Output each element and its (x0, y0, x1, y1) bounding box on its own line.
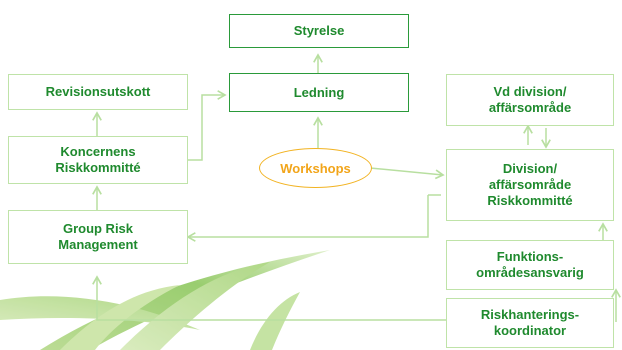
workshops-label: Workshops (280, 160, 351, 176)
group-risk-management-box: Group Risk Management (8, 210, 188, 264)
koncernens-riskkommitte-label: Koncernens Riskkommitté (55, 144, 141, 175)
ledning-box: Ledning (229, 73, 409, 112)
ledning-label: Ledning (293, 84, 345, 100)
koncernens-riskkommitte-box: Koncernens Riskkommitté (8, 136, 188, 184)
styrelse-box: Styrelse (229, 14, 409, 48)
revisionsutskott-label: Revisionsutskott (45, 84, 151, 99)
revisionsutskott-box: Revisionsutskott (8, 74, 188, 110)
workshops-oval: Workshops (259, 148, 372, 188)
division-riskkommitte-box: Division/ affärsområde Riskkommitté (446, 149, 614, 221)
funktionsomradesansvarig-label: Funktions- områdesansvarig (476, 249, 584, 280)
styrelse-label: Styrelse (293, 23, 345, 38)
group-risk-management-label: Group Risk Management (58, 221, 138, 252)
division-riskkommitte-label: Division/ affärsområde Riskkommitté (487, 161, 573, 208)
funktionsomradesansvarig-box: Funktions- områdesansvarig (446, 240, 614, 290)
connectors (92, 53, 621, 322)
vd-division-label: Vd division/ affärsområde (488, 84, 572, 115)
vd-division-box: Vd division/ affärsområde (446, 74, 614, 126)
grass-decoration (0, 250, 330, 350)
riskhanteringskoordinator-box: Riskhanterings- koordinator (446, 298, 614, 348)
riskhanteringskoordinator-label: Riskhanterings- koordinator (480, 307, 580, 338)
